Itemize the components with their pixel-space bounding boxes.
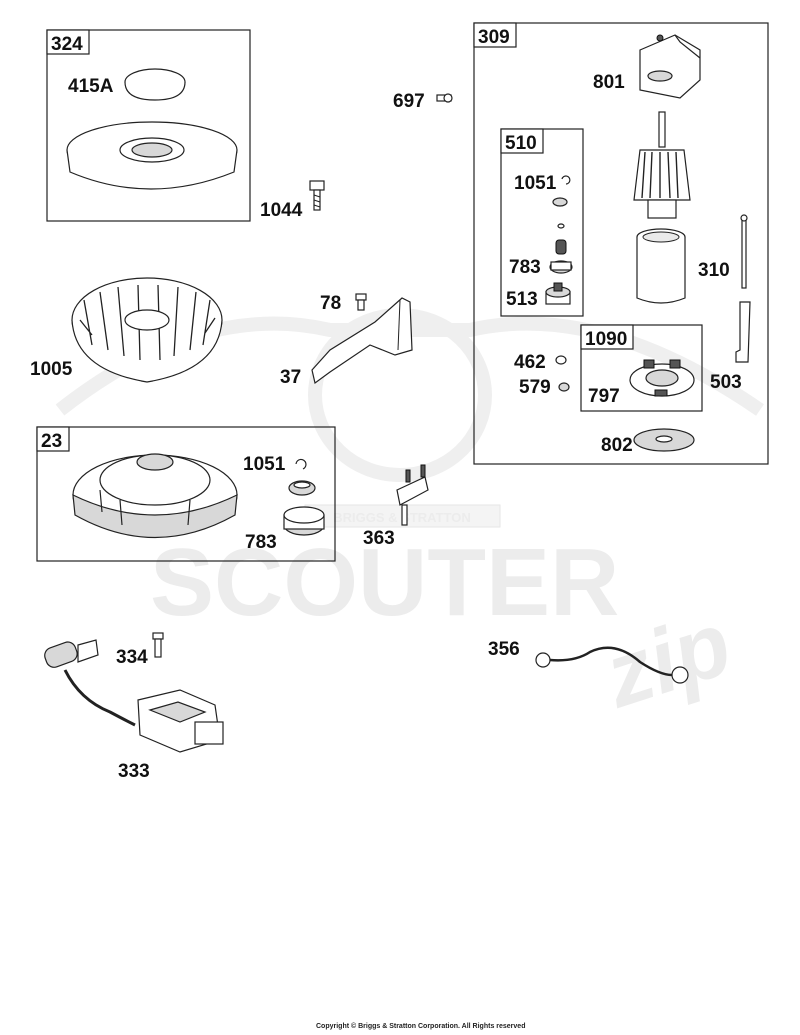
box-309-label[interactable]: 309 (478, 27, 510, 48)
washer-462-part[interactable] (555, 355, 567, 365)
box-23-label[interactable]: 23 (41, 431, 62, 452)
baffle-37-part[interactable] (311, 297, 413, 385)
box-1090-label[interactable]: 1090 (585, 329, 627, 350)
label-503[interactable]: 503 (710, 372, 742, 393)
label-783b[interactable]: 783 (245, 532, 277, 553)
box-510-frame (500, 128, 584, 317)
label-802[interactable]: 802 (601, 435, 633, 456)
bolt-334-part[interactable] (152, 632, 164, 658)
label-697[interactable]: 697 (393, 91, 425, 112)
copyright-text: Copyright © Briggs & Stratton Corporatio… (316, 1022, 525, 1030)
label-783a[interactable]: 783 (509, 257, 541, 278)
label-310[interactable]: 310 (698, 260, 730, 281)
box-324-label[interactable]: 324 (51, 34, 83, 55)
fan-1005-part[interactable] (71, 277, 223, 383)
cap-415A-part[interactable] (124, 68, 186, 101)
washer-23-part[interactable] (288, 480, 316, 496)
bracket-801-part[interactable] (639, 34, 701, 99)
box-510-tag (500, 128, 544, 154)
label-78[interactable]: 78 (320, 293, 341, 314)
spring-part[interactable] (555, 239, 567, 255)
ignition-333-part[interactable] (42, 639, 224, 753)
label-334[interactable]: 334 (116, 647, 148, 668)
flywheel-part[interactable] (72, 453, 238, 539)
clip-1051b-part[interactable] (295, 458, 307, 470)
box-1090-tag (580, 324, 634, 350)
label-333[interactable]: 333 (118, 761, 150, 782)
group-510: 510 1051 783 513 (500, 128, 584, 317)
group-324: 324 415A (46, 29, 251, 222)
block-363-part[interactable] (396, 464, 429, 526)
box-1090-frame (580, 324, 703, 412)
box-23-tag (36, 426, 70, 452)
bolt-78-part[interactable] (355, 293, 367, 311)
washer-part[interactable] (552, 197, 568, 207)
wire-356-part[interactable] (535, 646, 689, 684)
group-309: 309 801 310 (473, 22, 769, 465)
label-1051b[interactable]: 1051 (243, 454, 286, 475)
label-801[interactable]: 801 (593, 72, 625, 93)
housing-310-part[interactable] (636, 228, 686, 304)
plate-802-part[interactable] (633, 428, 695, 452)
bolt-1044-part[interactable] (309, 180, 325, 211)
label-462[interactable]: 462 (514, 352, 546, 373)
brush-797-part[interactable] (629, 359, 695, 397)
label-37[interactable]: 37 (280, 367, 301, 388)
label-1044[interactable]: 1044 (260, 200, 303, 221)
label-1051a[interactable]: 1051 (514, 173, 557, 194)
box-309-tag (473, 22, 517, 48)
label-579[interactable]: 579 (519, 377, 551, 398)
label-797[interactable]: 797 (588, 386, 620, 407)
drive-513-part[interactable] (545, 282, 571, 305)
label-363[interactable]: 363 (363, 528, 395, 549)
armature-part[interactable] (633, 111, 691, 219)
label-1005[interactable]: 1005 (30, 359, 73, 380)
box-324-tag (46, 29, 90, 55)
thru-bolt-part[interactable] (740, 214, 748, 289)
label-356[interactable]: 356 (488, 639, 520, 660)
box-510-label[interactable]: 510 (505, 133, 537, 154)
label-415A[interactable]: 415A (68, 76, 114, 97)
label-513[interactable]: 513 (506, 289, 538, 310)
group-1090: 1090 797 (580, 324, 703, 412)
cover-324-part[interactable] (66, 121, 238, 190)
gear-783b-part[interactable] (283, 506, 325, 536)
strip-503-part[interactable] (735, 301, 751, 363)
pin-part[interactable] (557, 223, 565, 229)
clip-1051-part[interactable] (561, 175, 571, 185)
group-23: 23 1051 783 (36, 426, 336, 562)
box-23-frame (36, 426, 336, 562)
screw-697-part[interactable] (436, 93, 453, 103)
gear-783a-part[interactable] (549, 260, 573, 274)
watermark-text: SCOUTER (150, 529, 619, 636)
box-324-frame (46, 29, 251, 222)
nut-579-part[interactable] (558, 382, 570, 392)
box-309-frame (473, 22, 769, 465)
